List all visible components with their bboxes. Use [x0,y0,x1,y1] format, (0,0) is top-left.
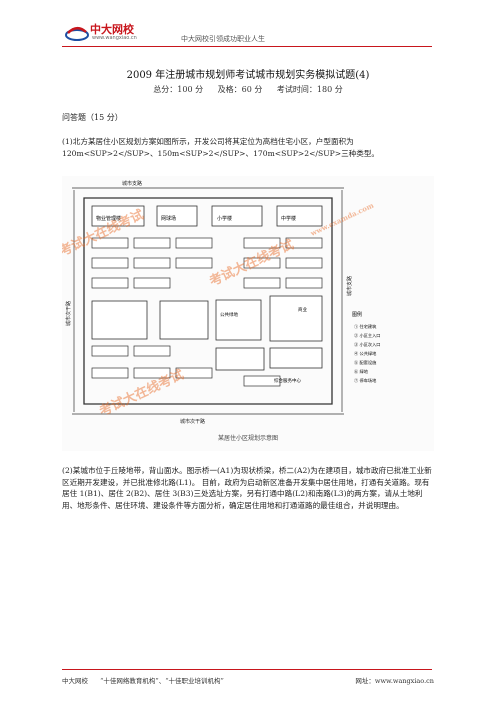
logo-globe-icon [65,27,89,41]
logo-url: www.wangxiao.cn [92,35,137,41]
legend-title: 图例 [352,311,362,318]
exam-pass: 及格：60 分 [217,85,263,94]
site-plan-figure: 城市支路 城市次干路 城市次干路 城市支路 物业管理楼 网球场 小学楼 中学楼 … [62,176,434,451]
building-center: 公共绿地 [220,311,238,318]
building-school-2: 中学楼 [281,215,296,222]
building-retail: 商业 [298,306,307,313]
legend-item: ⑥ 绿地 [354,368,369,375]
road-south-label: 城市次干路 [180,418,205,425]
exam-time: 考试时间：180 分 [276,85,343,94]
footer-left: 中大网校 “十佳网络教育机构”、“十佳职业培训机构” [62,675,434,685]
exam-title: 2009 年注册城市规划师考试城市规划实务模拟试题(4) [126,70,370,81]
legend-item: ⑤ 配套设施 [354,359,377,366]
legend-item: ③ 小区次入口 [354,341,380,348]
building-property: 物业管理楼 [96,215,121,222]
logo-name: 中大网校 [90,23,134,36]
building-club: 综合服务中心 [274,377,301,384]
road-west-label: 城市次干路 [65,301,72,326]
legend-item: ④ 公共绿地 [354,350,377,357]
road-east-label: 城市支路 [346,276,353,296]
header-slogan: 中大网校引领成功职业人生 [181,35,265,43]
figure-caption: 某居住小区规划示意图 [217,435,278,442]
page-header: 中大网校 www.wangxiao.cn 中大网校引领成功职业人生 [0,0,496,50]
road-north-label: 城市支路 [122,180,142,187]
building-gym: 网球场 [161,215,176,222]
legend-item: ① 住宅建筑 [354,323,377,330]
exam-total: 总分：100 分 [153,85,204,94]
header-divider [62,46,432,47]
section-heading: 问答题（15 分） [62,113,123,122]
footer-tags: “十佳网络教育机构”、“十佳职业培训机构” [100,677,224,685]
question-1: (1)北方某居住小区规划方案如图所示，开发公司将其定位为高档住宅小区，户型面积为… [62,137,380,158]
footer-website: 网址：www.wangxiao.cn [355,677,434,685]
question-2: (2)某城市位于丘陵地带，背山面水。图示桥一(A1)为现状桥梁，桥二(A2)为在… [62,466,432,510]
legend-item: ⑦ 停车场地 [354,377,377,384]
exam-meta: 总分：100 分 及格：60 分 考试时间：180 分 [0,84,496,95]
footer-divider [62,669,432,670]
building-school-1: 小学楼 [217,215,232,222]
legend-item: ② 小区主入口 [354,332,380,339]
figure-legend: 图例 ① 住宅建筑 ② 小区主入口 ③ 小区次入口 ④ 公共绿地 ⑤ 配套设施 … [352,311,380,384]
page-footer: 中大网校 “十佳网络教育机构”、“十佳职业培训机构” 网址：www.wangxi… [62,675,434,685]
footer-school: 中大网校 [62,677,88,685]
